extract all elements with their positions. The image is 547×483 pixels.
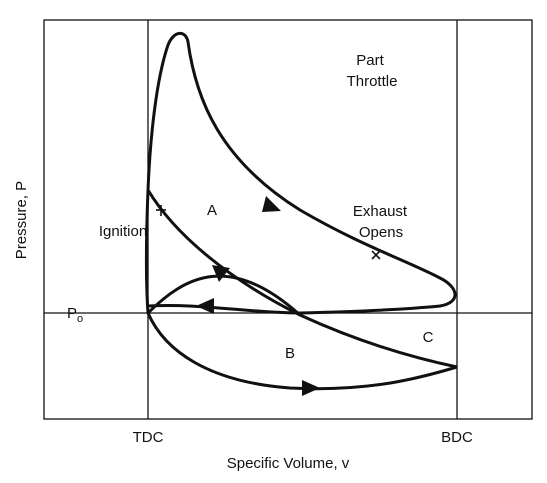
part-throttle-label-line1: Part bbox=[356, 52, 384, 69]
part-throttle-label-line2: Throttle bbox=[347, 73, 398, 90]
p0-label: Po bbox=[67, 305, 83, 325]
compression-curve bbox=[146, 189, 458, 369]
exhaust-open-marker bbox=[371, 250, 381, 260]
bdc-tick-label: BDC bbox=[441, 429, 473, 446]
region-b-label: B bbox=[285, 345, 295, 362]
region-c-label: C bbox=[423, 329, 434, 346]
pumping-loop-curve bbox=[146, 312, 458, 391]
arrow-exhaust-return bbox=[196, 298, 214, 314]
tdc-tick-label: TDC bbox=[133, 429, 164, 446]
y-axis-title: Pressure, P bbox=[13, 181, 30, 259]
ignition-label: Ignition bbox=[99, 223, 147, 240]
plot-frame bbox=[43, 19, 533, 420]
upper-loop-curve bbox=[145, 31, 457, 317]
p0-label-subscript: o bbox=[77, 313, 83, 325]
p0-label-main: P bbox=[67, 305, 77, 322]
arrow-intake bbox=[302, 380, 320, 396]
region-a-label: A bbox=[207, 202, 217, 219]
exhaust-opens-label-line2: Opens bbox=[359, 224, 403, 241]
exhaust-opens-label-line1: Exhaust bbox=[353, 203, 408, 220]
arrow-expansion bbox=[262, 196, 281, 212]
arrow-compression bbox=[212, 265, 230, 282]
x-axis-title: Specific Volume, v bbox=[227, 455, 350, 472]
ignition-marker bbox=[156, 205, 166, 216]
